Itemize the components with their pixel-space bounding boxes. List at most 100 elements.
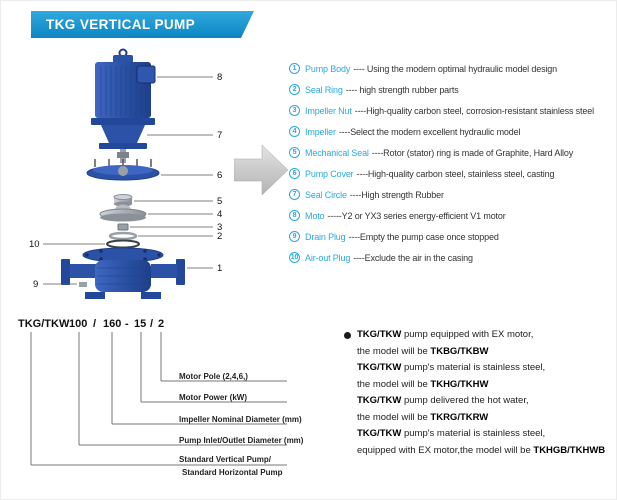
feature-item: 2 Seal Ring ---- high strength rubber pa…	[289, 83, 594, 96]
note-line: TKG/TKW pump delivered the hot water,	[344, 393, 616, 410]
feature-item: 4 Impeller ----Select the modern excelle…	[289, 125, 594, 138]
feature-description: ----High strength Rubber	[349, 189, 444, 200]
callout-label-6: 6	[217, 170, 222, 181]
model-code-series: TKG/TKW	[18, 318, 70, 330]
bullet-icon	[344, 332, 351, 339]
feature-item: 9 Drain Plug ----Empty the pump case onc…	[289, 230, 594, 243]
shaft	[117, 149, 129, 163]
drain-plug	[79, 282, 87, 287]
feature-description: ----Rotor (stator) ring is made of Graph…	[371, 147, 574, 158]
model-variant-notes: TKG/TKW pump equipped with EX motor, the…	[344, 327, 616, 459]
feature-name: Mechanical Seal	[305, 147, 369, 158]
model-code-label-motor-pole: Motor Pole (2,4,6,)	[179, 372, 248, 381]
note-model: TKBG/TKBW	[430, 345, 489, 357]
feature-name: Pump Body	[305, 63, 351, 74]
callout-label-5: 5	[217, 196, 222, 207]
note-text: the model will be	[357, 378, 431, 390]
feature-number-badge: 9	[289, 231, 300, 242]
feature-number-badge: 4	[289, 126, 300, 137]
callout-label-10: 10	[29, 239, 40, 250]
note-line: TKG/TKW pump equipped with EX motor,	[344, 327, 616, 344]
transition-arrow-icon	[233, 142, 290, 203]
feature-number-badge: 6	[289, 168, 300, 179]
callout-label-8: 8	[217, 72, 222, 83]
model-code-label-standard-horizontal: Standard Horizontal Pump	[182, 468, 283, 477]
callout-label-1: 1	[217, 263, 222, 274]
model-code-inlet-diameter: 100	[69, 318, 88, 330]
feature-description: ----High-quality carbon steel, corrosion…	[354, 105, 594, 116]
callout-label-9: 9	[33, 279, 38, 290]
discharge-flange	[176, 259, 185, 285]
callout-label-3: 3	[217, 222, 222, 233]
pump-exploded-diagram: 8 7 6 5 4 3 2 10 1 9	[29, 48, 222, 299]
note-brand: TKG/TKW	[357, 329, 402, 340]
model-code-label-standard-vertical: Standard Vertical Pump/	[179, 455, 272, 464]
note-text: pump delivered the hot water,	[401, 395, 529, 406]
feature-item: 5 Mechanical Seal ----Rotor (stator) rin…	[289, 146, 594, 159]
note-text: the model will be	[357, 411, 431, 423]
callout-label-4: 4	[217, 209, 222, 220]
model-code-separator: /	[150, 318, 154, 330]
feature-name: Seal Circle	[305, 189, 347, 200]
feature-item: 8 Moto -----Y2 or YX3 series energy-effi…	[289, 209, 594, 222]
callout-leader-lines	[43, 76, 213, 285]
callout-label-2: 2	[217, 231, 222, 242]
note-model: TKHG/TKHW	[430, 378, 489, 390]
note-line: TKG/TKW pump's material is stainless ste…	[344, 360, 616, 377]
callout-label-7: 7	[217, 130, 222, 141]
feature-item: 3 Impeller Nut ----High-quality carbon s…	[289, 104, 594, 117]
note-text: the model will be	[357, 345, 431, 357]
seal-ring	[108, 231, 138, 241]
model-code-separator: /	[93, 318, 97, 330]
feature-name: Drain Plug	[305, 231, 346, 242]
feature-description: ----Exclude the air in the casing	[353, 252, 473, 263]
note-line: the model will be TKBG/TKBW	[344, 344, 616, 361]
note-text: pump equipped with EX motor,	[401, 329, 534, 340]
feature-number-badge: 1	[289, 63, 300, 74]
note-text: equipped with EX motor,the model will be	[357, 444, 534, 456]
feature-number-badge: 7	[289, 189, 300, 200]
note-text: pump's material is stainless steel,	[401, 362, 546, 373]
note-model: TKHGB/TKHWB	[533, 444, 606, 456]
pump-body	[61, 247, 185, 299]
feature-name: Impeller Nut	[305, 105, 352, 116]
o-ring-seal-circle	[106, 239, 140, 249]
page-title: TKG VERTICAL PUMP	[46, 17, 196, 32]
impeller-nut	[117, 223, 129, 231]
feature-name: Impeller	[305, 126, 336, 137]
feature-description: ----Empty the pump case once stopped	[348, 231, 499, 242]
suction-flange	[61, 259, 70, 285]
motor	[91, 48, 156, 125]
mechanical-seal	[113, 194, 133, 207]
feature-name: Air-out Plug	[305, 252, 351, 263]
motor-bracket	[99, 125, 147, 149]
feature-description: ----Select the modern excellent hydrauli…	[338, 126, 521, 137]
pump-foot-right	[141, 292, 161, 299]
model-code-section: TKG/TKW 100 / 160 - 15 / 2 Motor Pole (2…	[1, 316, 341, 499]
feature-number-badge: 2	[289, 84, 300, 95]
note-brand: TKG/TKW	[357, 362, 402, 373]
feature-description: ----High-quality carbon steel, stainless…	[356, 168, 555, 179]
model-code-label-inlet-outlet: Pump Inlet/Outlet Diameter (mm)	[179, 436, 304, 445]
feature-item: 7 Seal Circle ----High strength Rubber	[289, 188, 594, 201]
model-code-separator: -	[125, 318, 129, 330]
feature-name: Moto	[305, 210, 325, 221]
note-line: the model will be TKHG/TKHW	[344, 377, 616, 394]
pump-cover	[86, 159, 160, 181]
feature-number-badge: 8	[289, 210, 300, 221]
feature-description: ---- Using the modern optimal hydraulic …	[353, 63, 557, 74]
model-code-label-impeller-diameter: Impeller Nominal Diameter (mm)	[179, 415, 302, 424]
feature-item: 10 Air-out Plug ----Exclude the air in t…	[289, 251, 594, 264]
note-line: equipped with EX motor,the model will be…	[344, 443, 616, 460]
feature-description: ---- high strength rubber parts	[345, 84, 459, 95]
feature-name: Seal Ring	[305, 84, 343, 95]
note-line: TKG/TKW pump's material is stainless ste…	[344, 426, 616, 443]
model-code-motor-pole: 2	[158, 318, 165, 330]
feature-number-badge: 3	[289, 105, 300, 116]
note-text: pump's material is stainless steel,	[401, 428, 546, 439]
note-model: TKRG/TKRW	[430, 411, 489, 423]
model-code-impeller-diameter: 160	[103, 318, 122, 330]
note-brand: TKG/TKW	[357, 428, 402, 439]
model-code-label-motor-power: Motor Power (kW)	[179, 393, 247, 402]
